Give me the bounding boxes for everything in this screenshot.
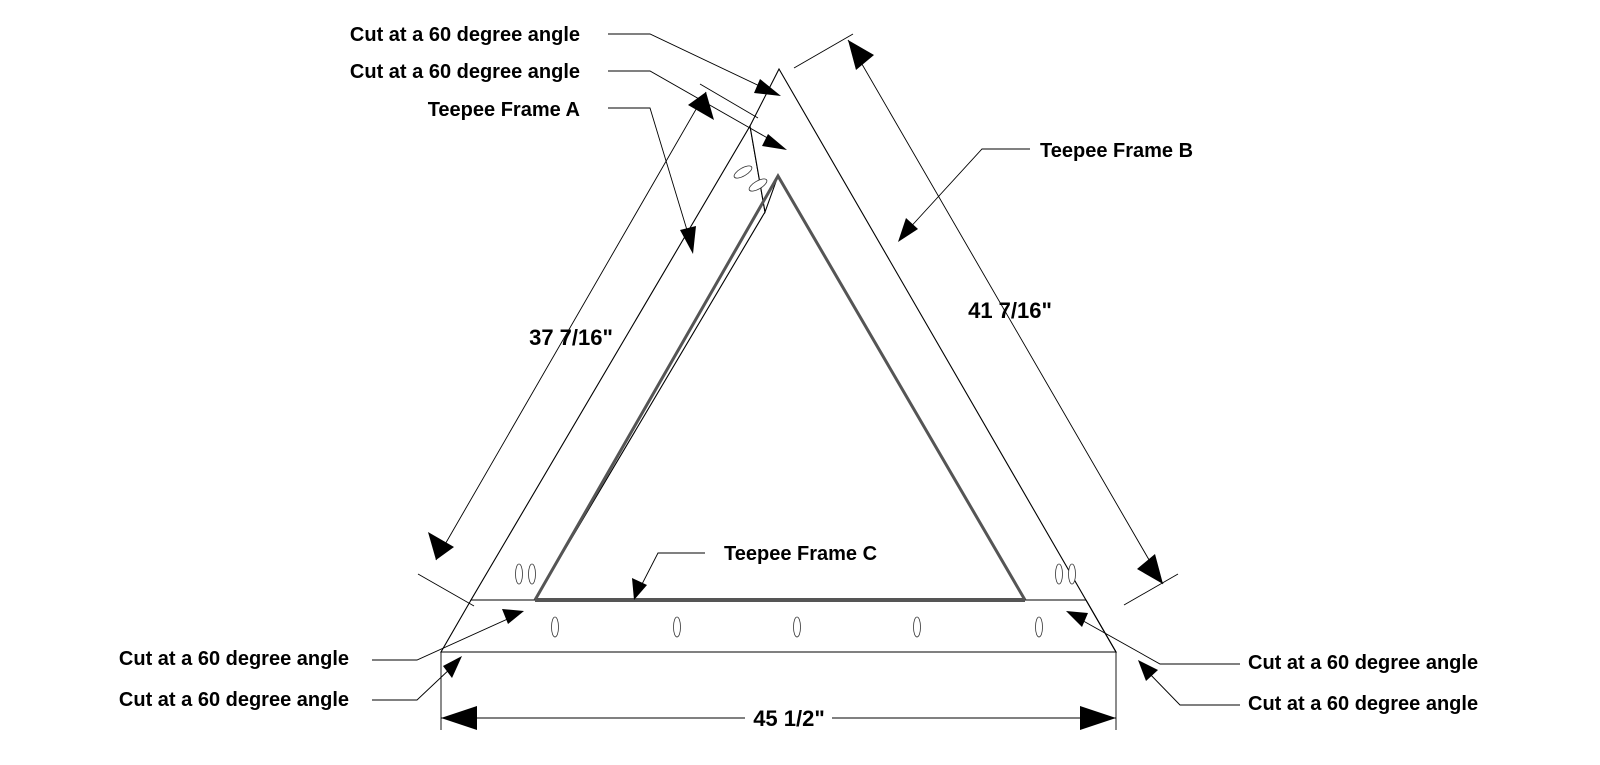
inner-triangle-edge xyxy=(533,173,1027,601)
teepee-frame-c xyxy=(440,599,1117,653)
teepee-frame-b xyxy=(749,67,1117,653)
label-cut-bottom-left-1: Cut at a 60 degree angle xyxy=(119,648,349,670)
dimension-frame-a xyxy=(417,83,759,607)
label-frame-b: Teepee Frame B xyxy=(1040,140,1193,162)
dimension-frame-b xyxy=(793,33,1179,606)
label-cut-bottom-left-2: Cut at a 60 degree angle xyxy=(119,689,349,711)
label-frame-a: Teepee Frame A xyxy=(428,99,580,121)
dimension-label-frame-c: 45 1/2" xyxy=(753,706,825,731)
label-cut-top-1: Cut at a 60 degree angle xyxy=(350,24,580,46)
dimension-frame-c xyxy=(440,652,1117,730)
leader-lines xyxy=(372,33,1240,706)
screw-holes xyxy=(515,165,1076,638)
teepee-frame-a xyxy=(470,124,766,601)
label-cut-bottom-right-2: Cut at a 60 degree angle xyxy=(1248,693,1478,715)
label-cut-bottom-right-1: Cut at a 60 degree angle xyxy=(1248,652,1478,674)
dimension-label-frame-a: 37 7/16" xyxy=(529,325,613,350)
dimension-label-frame-b: 41 7/16" xyxy=(968,298,1052,323)
label-cut-top-2: Cut at a 60 degree angle xyxy=(350,61,580,83)
label-frame-c: Teepee Frame C xyxy=(724,543,877,565)
